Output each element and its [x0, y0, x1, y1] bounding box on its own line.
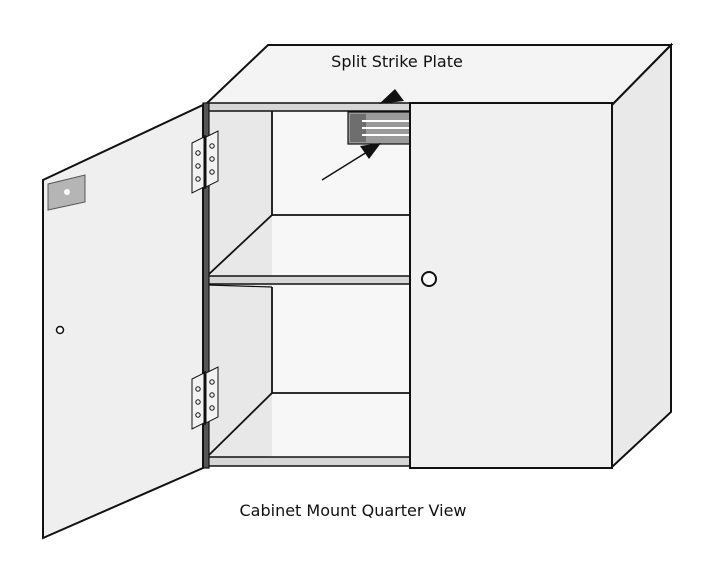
right-door-knob: [421, 271, 437, 287]
callout-arrow-top: [379, 89, 404, 104]
middle-shelf-edge: [207, 275, 411, 285]
door-magnet: [47, 174, 86, 211]
split-strike-plate-label: Split Strike Plate: [331, 52, 463, 71]
left-door: [42, 103, 204, 540]
lower-shelf-diagonal: [207, 392, 273, 457]
upper-shelf-diagonal: [207, 214, 273, 276]
split-strike-plate: [347, 111, 411, 145]
left-door-keyhole: [55, 325, 65, 335]
upper-hinge-icon: [191, 130, 219, 194]
callout-arrow-interior: [321, 143, 381, 181]
left-wall-joint-line: [207, 284, 273, 288]
lower-hinge-icon: [191, 366, 219, 430]
right-door: [409, 102, 613, 469]
diagram-caption: Cabinet Mount Quarter View: [239, 501, 466, 520]
top-frame-rail: [207, 102, 411, 112]
bottom-shelf-edge: [207, 456, 411, 467]
cabinet-right-side: [611, 42, 672, 470]
